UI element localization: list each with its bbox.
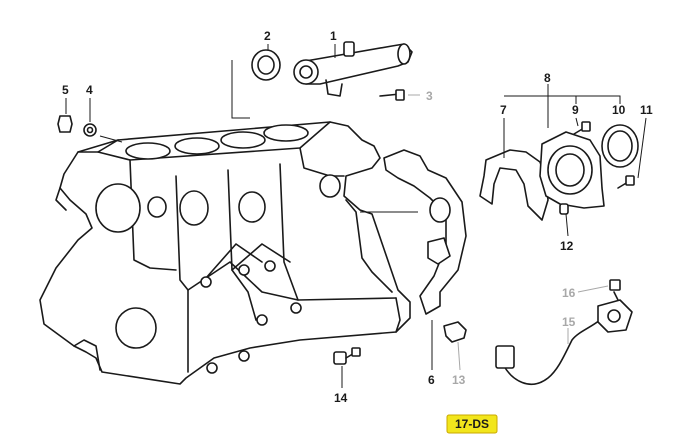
leader-lines xyxy=(65,44,647,388)
callout-7: 7 xyxy=(500,103,507,117)
callout-16: 16 xyxy=(562,286,576,300)
knock-sensor xyxy=(495,299,633,385)
callout-1: 1 xyxy=(330,29,337,43)
callout-10: 10 xyxy=(612,103,626,117)
bushing xyxy=(443,321,467,343)
pipe-bolt xyxy=(379,89,405,101)
callout-13: 13 xyxy=(452,373,466,387)
timing-case-gasket xyxy=(383,149,467,315)
callout-9: 9 xyxy=(572,103,579,117)
diagram-tag-box xyxy=(446,414,498,434)
diagram-tag-label: 17-DS xyxy=(455,417,489,431)
callout-5: 5 xyxy=(62,83,69,97)
sensor-screw xyxy=(609,279,621,301)
callout-14: 14 xyxy=(334,391,348,405)
screw-plug xyxy=(57,115,73,133)
seal-carrier-gasket xyxy=(479,149,549,221)
callout-11: 11 xyxy=(640,103,653,117)
callout-15: 15 xyxy=(562,315,576,329)
carrier-bolt xyxy=(573,121,591,135)
diagram-tag: 17-DS xyxy=(446,414,498,434)
sealing-washer xyxy=(83,123,97,137)
seal-carrier xyxy=(539,131,605,209)
plug-bolt xyxy=(333,347,361,365)
shaft-seal xyxy=(601,124,639,168)
callout-6: 6 xyxy=(428,373,435,387)
dowel-sleeve xyxy=(559,203,569,215)
callout-4: 4 xyxy=(86,83,93,97)
callout-2: 2 xyxy=(264,29,271,43)
callout-3: 3 xyxy=(426,89,433,103)
engine-block xyxy=(39,121,411,385)
callout-8: 8 xyxy=(544,71,551,85)
seal-bolt xyxy=(617,175,635,189)
callout-12: 12 xyxy=(560,239,574,253)
callout-labels: 1 2 3 4 5 6 7 8 9 10 11 12 13 14 15 16 xyxy=(62,29,653,405)
o-ring xyxy=(251,49,281,81)
coolant-pipe xyxy=(293,41,413,97)
